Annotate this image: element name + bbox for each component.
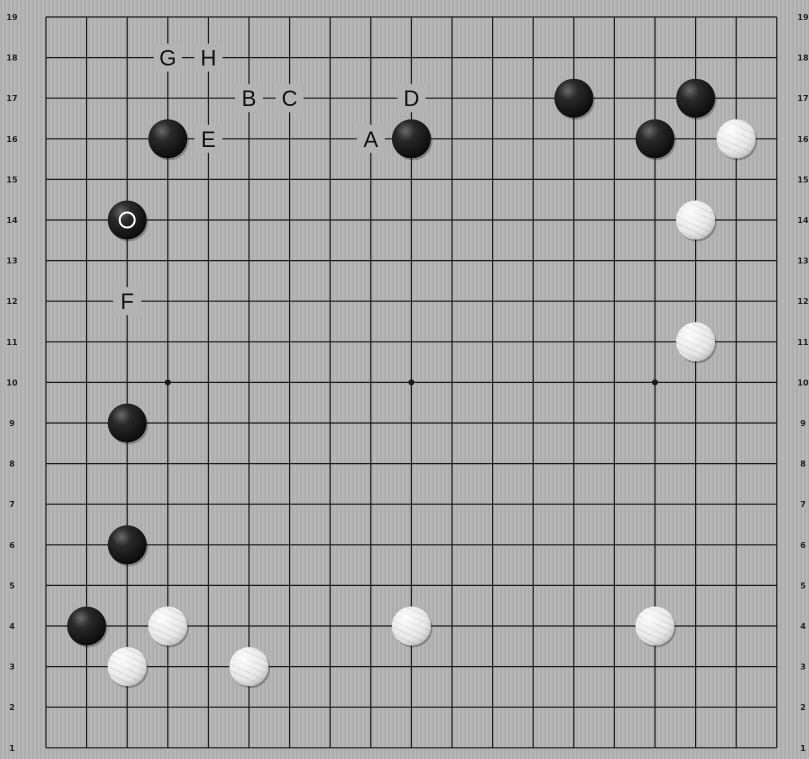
marker-label-d[interactable]: D — [403, 86, 419, 111]
row-label-right: 10 — [797, 378, 809, 387]
marker-label-e[interactable]: E — [201, 127, 216, 152]
white-stone-shade — [148, 607, 187, 646]
row-label-right: 4 — [800, 622, 806, 631]
row-label-right: 12 — [797, 297, 808, 306]
row-label-left: 3 — [9, 663, 15, 672]
row-label-right: 3 — [800, 663, 806, 672]
row-label-right: 6 — [800, 541, 806, 550]
row-label-right: 13 — [797, 257, 808, 266]
white-stone-shade — [108, 647, 147, 686]
marker-label-h[interactable]: H — [200, 46, 216, 71]
row-label-right: 5 — [800, 581, 806, 590]
row-label-right: 15 — [797, 175, 809, 184]
star-point — [408, 379, 414, 385]
row-label-left: 6 — [9, 541, 15, 550]
row-label-left: 7 — [9, 500, 15, 509]
row-label-left: 1 — [9, 744, 15, 753]
black-stone-body — [108, 404, 147, 443]
row-label-right: 7 — [800, 500, 806, 509]
row-label-left: 5 — [9, 581, 15, 590]
row-label-right: 9 — [800, 419, 806, 428]
row-label-left: 2 — [9, 703, 15, 712]
marker-label-c[interactable]: C — [282, 86, 298, 111]
row-label-left: 16 — [6, 135, 18, 144]
white-stone-shade — [676, 322, 715, 361]
row-label-left: 4 — [9, 622, 15, 631]
row-label-left: 14 — [6, 216, 18, 225]
black-stone-body — [554, 79, 593, 118]
marker-label-b[interactable]: B — [242, 86, 257, 111]
white-stone-shade — [230, 647, 269, 686]
row-label-right: 11 — [797, 338, 809, 347]
white-stone-shade — [717, 119, 756, 158]
marker-label-g[interactable]: G — [159, 46, 176, 71]
white-stone-shade — [636, 607, 675, 646]
row-label-left: 10 — [6, 378, 18, 387]
black-stone-body — [108, 525, 147, 564]
black-stone-body — [67, 607, 106, 646]
row-label-left: 19 — [6, 13, 18, 22]
white-stone-shade — [676, 201, 715, 240]
row-label-right: 1 — [800, 744, 806, 753]
row-label-right: 17 — [797, 94, 808, 103]
black-stone-body — [108, 201, 147, 240]
row-label-left: 18 — [6, 54, 18, 63]
white-stone-shade — [392, 607, 431, 646]
row-label-left: 9 — [9, 419, 15, 428]
marker-label-f[interactable]: F — [120, 289, 133, 314]
marker-label-a[interactable]: A — [363, 127, 378, 152]
row-label-right: 8 — [800, 460, 806, 469]
row-label-left: 11 — [6, 338, 18, 347]
row-label-left: 17 — [6, 94, 17, 103]
row-label-left: 8 — [9, 460, 15, 469]
star-point — [652, 379, 658, 385]
row-label-left: 13 — [6, 257, 17, 266]
row-label-right: 2 — [800, 703, 806, 712]
row-label-right: 16 — [797, 135, 809, 144]
row-label-right: 18 — [797, 54, 809, 63]
row-label-left: 12 — [6, 297, 17, 306]
black-stone-body — [676, 79, 715, 118]
black-stone-body — [636, 119, 675, 158]
row-label-right: 19 — [797, 13, 809, 22]
row-label-right: 14 — [797, 216, 809, 225]
black-stone-body — [392, 119, 431, 158]
row-label-left: 15 — [6, 175, 18, 184]
star-point — [165, 379, 171, 385]
black-stone-body — [148, 119, 187, 158]
